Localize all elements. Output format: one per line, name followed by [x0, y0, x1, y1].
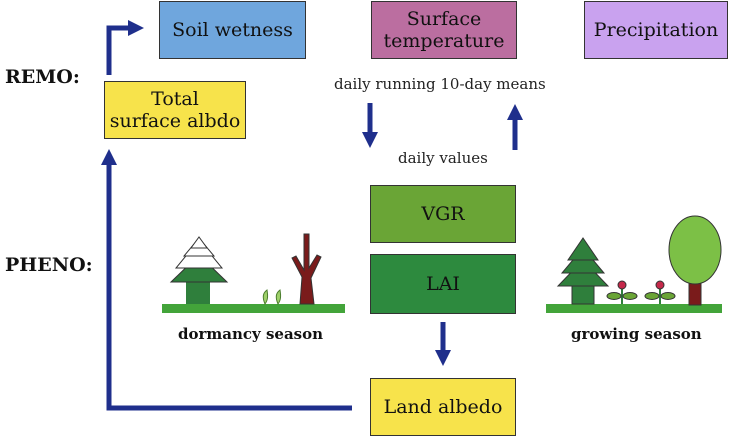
- snowy-conifer-icon: [169, 236, 229, 304]
- total-surface-albedo-label-line2: surface albdo: [109, 110, 241, 132]
- dormancy-season-label: dormancy season: [178, 325, 324, 343]
- running-means-note: daily running 10-day means: [334, 75, 546, 93]
- total-surface-albedo-box: Total surface albdo: [104, 81, 246, 139]
- albedo-to-soil-arrow: [106, 19, 145, 75]
- soil-wetness-box: Soil wetness: [159, 1, 306, 59]
- total-surface-albedo-label-line1: Total: [151, 88, 199, 110]
- soil-wetness-label: Soil wetness: [172, 19, 293, 41]
- surface-temperature-label-line1: Surface: [406, 8, 482, 30]
- dormancy-ground: [162, 304, 345, 313]
- precipitation-label: Precipitation: [593, 19, 719, 41]
- surface-temperature-label-line2: temperature: [383, 30, 505, 52]
- daily-values-note: daily values: [398, 149, 488, 167]
- budding-plants-icon: [606, 280, 676, 304]
- feedback-arrow: [100, 148, 352, 411]
- land-albedo-box: Land albedo: [370, 378, 516, 436]
- land-albedo-label: Land albedo: [383, 396, 503, 418]
- growing-season-label: growing season: [571, 325, 702, 343]
- precipitation-box: Precipitation: [584, 1, 728, 59]
- dormancy-scene: [162, 233, 345, 313]
- surface-temperature-box: Surface temperature: [371, 1, 517, 59]
- remo-label: REMO:: [5, 66, 80, 88]
- growing-scene: [546, 215, 722, 313]
- leafy-tree-icon: [668, 215, 722, 306]
- lai-box: LAI: [370, 254, 516, 314]
- growing-ground: [546, 304, 722, 313]
- sprouts-icon: [262, 289, 282, 305]
- bare-tree-icon: [291, 233, 322, 305]
- lai-label: LAI: [426, 273, 460, 295]
- vgr-box: VGR: [370, 185, 516, 243]
- vgr-label: VGR: [421, 203, 465, 225]
- conifer-icon: [556, 237, 610, 305]
- pheno-label: PHENO:: [5, 254, 93, 276]
